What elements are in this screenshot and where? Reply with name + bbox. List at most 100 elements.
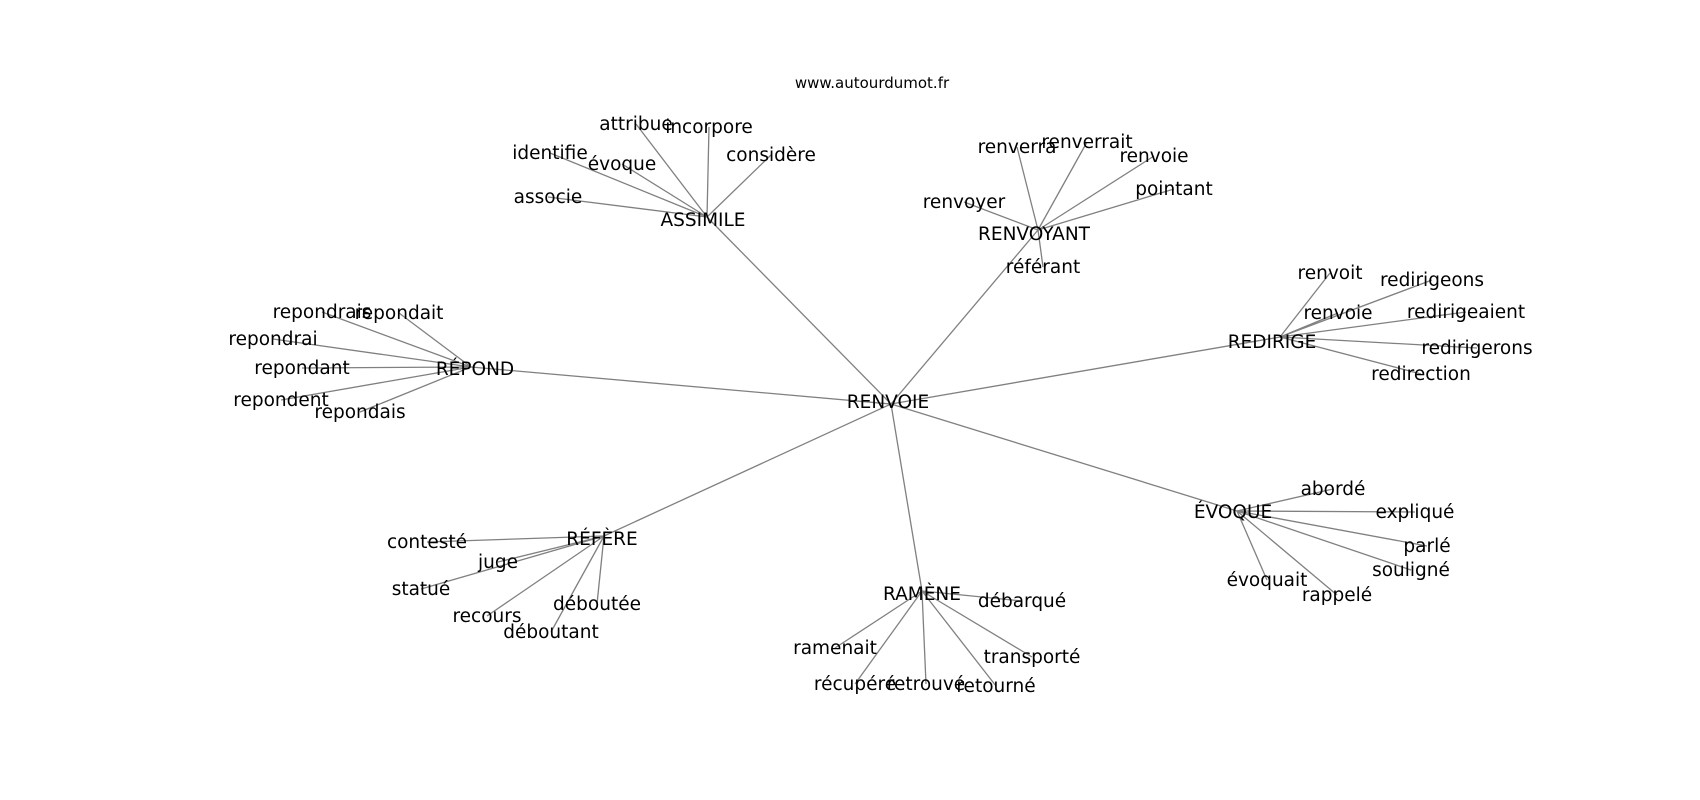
leaf-node-repondais: repondais bbox=[314, 402, 405, 423]
edge-redirige-redirigeons bbox=[1279, 279, 1433, 338]
hub-node-refere: RÉFÈRE bbox=[566, 528, 637, 550]
leaf-node-redirigeons: redirigeons bbox=[1380, 270, 1484, 291]
leaf-node-pointant: pointant bbox=[1135, 179, 1213, 200]
edge-redirige-redirigerons bbox=[1279, 336, 1478, 349]
edge-repond-repondait bbox=[398, 312, 472, 368]
leaf-node-incorpore: incorpore bbox=[665, 117, 753, 138]
edge-ramene-transporte bbox=[921, 590, 1033, 658]
edge-root-renvoyant bbox=[890, 229, 1039, 405]
edge-redirige-renvoit bbox=[1279, 272, 1331, 338]
edge-refere-recours bbox=[486, 535, 605, 617]
leaf-node-repondrai: repondrai bbox=[228, 329, 317, 350]
edge-assimile-identifie bbox=[549, 152, 708, 218]
edge-ramene-retourne bbox=[921, 590, 997, 687]
edge-evoque-souligne bbox=[1236, 510, 1412, 571]
edge-renvoyant-renvoie bbox=[1037, 155, 1155, 231]
edge-refere-juge bbox=[497, 535, 605, 563]
leaf-node-identifie: identifie bbox=[512, 143, 587, 164]
leaf-node-deboutant: déboutant bbox=[503, 622, 598, 643]
edge-repond-repondrai bbox=[272, 338, 472, 368]
leaf-node-associe: associe bbox=[514, 187, 583, 208]
edge-renvoyant-referant bbox=[1037, 229, 1044, 268]
hub-node-ramene: RAMÈNE bbox=[883, 583, 961, 605]
edge-evoque-parle bbox=[1236, 510, 1428, 547]
leaf-node-recupere: récupéré bbox=[814, 674, 896, 695]
leaf-node-ramenait: ramenait bbox=[793, 638, 877, 659]
leaf-node-repondent: repondent bbox=[233, 390, 328, 411]
edge-assimile-evoque bbox=[621, 163, 708, 218]
leaf-node-aborde: abordé bbox=[1301, 479, 1366, 500]
edge-assimile-attribue bbox=[635, 123, 708, 218]
leaf-node-rappele: rappelé bbox=[1302, 585, 1372, 606]
edge-assimile-incorpore bbox=[706, 126, 710, 218]
hub-node-renvoyant: RENVOYANT bbox=[978, 224, 1091, 245]
leaf-node-souligne: souligné bbox=[1372, 560, 1450, 581]
edge-root-repond bbox=[470, 366, 892, 405]
leaf-node-renvoie: renvoie bbox=[1119, 146, 1188, 167]
leaf-node-repondrais: repondrais bbox=[273, 302, 372, 323]
hub-node-evoque: ÉVOQUE bbox=[1194, 501, 1272, 523]
leaf-node-deboutee: déboutée bbox=[553, 594, 641, 615]
leaf-node-retrouve: retrouvé bbox=[887, 674, 965, 695]
edge-ramene-recupere bbox=[854, 590, 923, 685]
edge-redirige-redirection bbox=[1279, 336, 1422, 375]
edge-evoque-evoquait bbox=[1236, 510, 1268, 581]
edge-renvoyant-pointant bbox=[1037, 188, 1175, 231]
edge-layer bbox=[272, 123, 1478, 687]
leaf-node-renvoyer: renvoyer bbox=[923, 192, 1006, 213]
edge-evoque-rappele bbox=[1236, 510, 1338, 596]
edge-assimile-associe bbox=[547, 196, 708, 218]
leaf-node-renverra: renverra bbox=[978, 137, 1057, 158]
leaf-node-parle: parlé bbox=[1403, 536, 1450, 557]
leaf-node-conteste: contesté bbox=[387, 532, 467, 553]
edge-repond-repondent bbox=[280, 366, 472, 401]
edge-ramene-retrouve bbox=[921, 590, 927, 685]
leaf-node-juge: juge bbox=[477, 552, 518, 573]
leaf-node-explique: expliqué bbox=[1376, 502, 1455, 523]
edge-repond-repondais bbox=[359, 366, 472, 413]
edge-refere-conteste bbox=[426, 535, 605, 543]
edge-redirige-renvoie bbox=[1279, 312, 1339, 338]
label-layer: RENVOIEASSIMILEattribueincorporeidentifi… bbox=[228, 114, 1532, 697]
edge-repond-repondrais bbox=[321, 311, 472, 368]
leaf-node-renverrait: renverrait bbox=[1041, 132, 1132, 153]
leaf-node-evoque: évoque bbox=[588, 154, 657, 175]
edge-ramene-ramenait bbox=[834, 590, 923, 649]
leaf-node-referant: référant bbox=[1006, 257, 1080, 278]
hub-node-redirige: REDIRIGE bbox=[1228, 332, 1317, 353]
edge-root-ramene bbox=[890, 403, 923, 592]
leaf-node-considere: considère bbox=[726, 145, 816, 166]
edge-evoque-explique bbox=[1236, 510, 1416, 513]
edge-root-redirige bbox=[890, 336, 1281, 405]
edge-refere-statue bbox=[420, 535, 605, 590]
edge-assimile-considere bbox=[706, 154, 772, 218]
leaf-node-redirigeaient: redirigeaient bbox=[1407, 302, 1525, 323]
leaf-node-retourne: retourné bbox=[956, 676, 1035, 697]
edge-root-evoque bbox=[890, 403, 1238, 512]
leaf-node-renvoie: renvoie bbox=[1303, 303, 1372, 324]
edge-root-assimile bbox=[706, 216, 892, 405]
edge-repond-repondant bbox=[301, 366, 472, 369]
leaf-node-repondait: repondait bbox=[355, 303, 444, 324]
edge-evoque-aborde bbox=[1236, 488, 1334, 512]
edge-renvoyant-renverra bbox=[1016, 146, 1039, 231]
leaf-node-evoquait: évoquait bbox=[1227, 570, 1308, 591]
edge-ramene-debarque bbox=[921, 590, 1023, 602]
edge-refere-deboutant bbox=[550, 535, 605, 633]
edge-renvoyant-renvoyer bbox=[963, 201, 1039, 231]
hub-node-assimile: ASSIMILE bbox=[660, 210, 745, 231]
leaf-node-redirigerons: redirigerons bbox=[1421, 338, 1532, 359]
leaf-node-statue: statué bbox=[392, 579, 451, 600]
leaf-node-transporte: transporté bbox=[984, 647, 1081, 668]
leaf-node-repondant: repondant bbox=[254, 358, 349, 379]
leaf-node-recours: recours bbox=[452, 606, 521, 627]
leaf-node-renvoit: renvoit bbox=[1298, 263, 1363, 284]
source-watermark: www.autourdumot.fr bbox=[795, 74, 950, 92]
leaf-node-debarque: débarqué bbox=[978, 591, 1066, 612]
leaf-node-attribue: attribue bbox=[599, 114, 672, 135]
edge-renvoyant-renverrait bbox=[1037, 141, 1088, 231]
hub-node-repond: RÉPOND bbox=[436, 358, 514, 380]
edge-refere-deboutee bbox=[596, 535, 605, 605]
